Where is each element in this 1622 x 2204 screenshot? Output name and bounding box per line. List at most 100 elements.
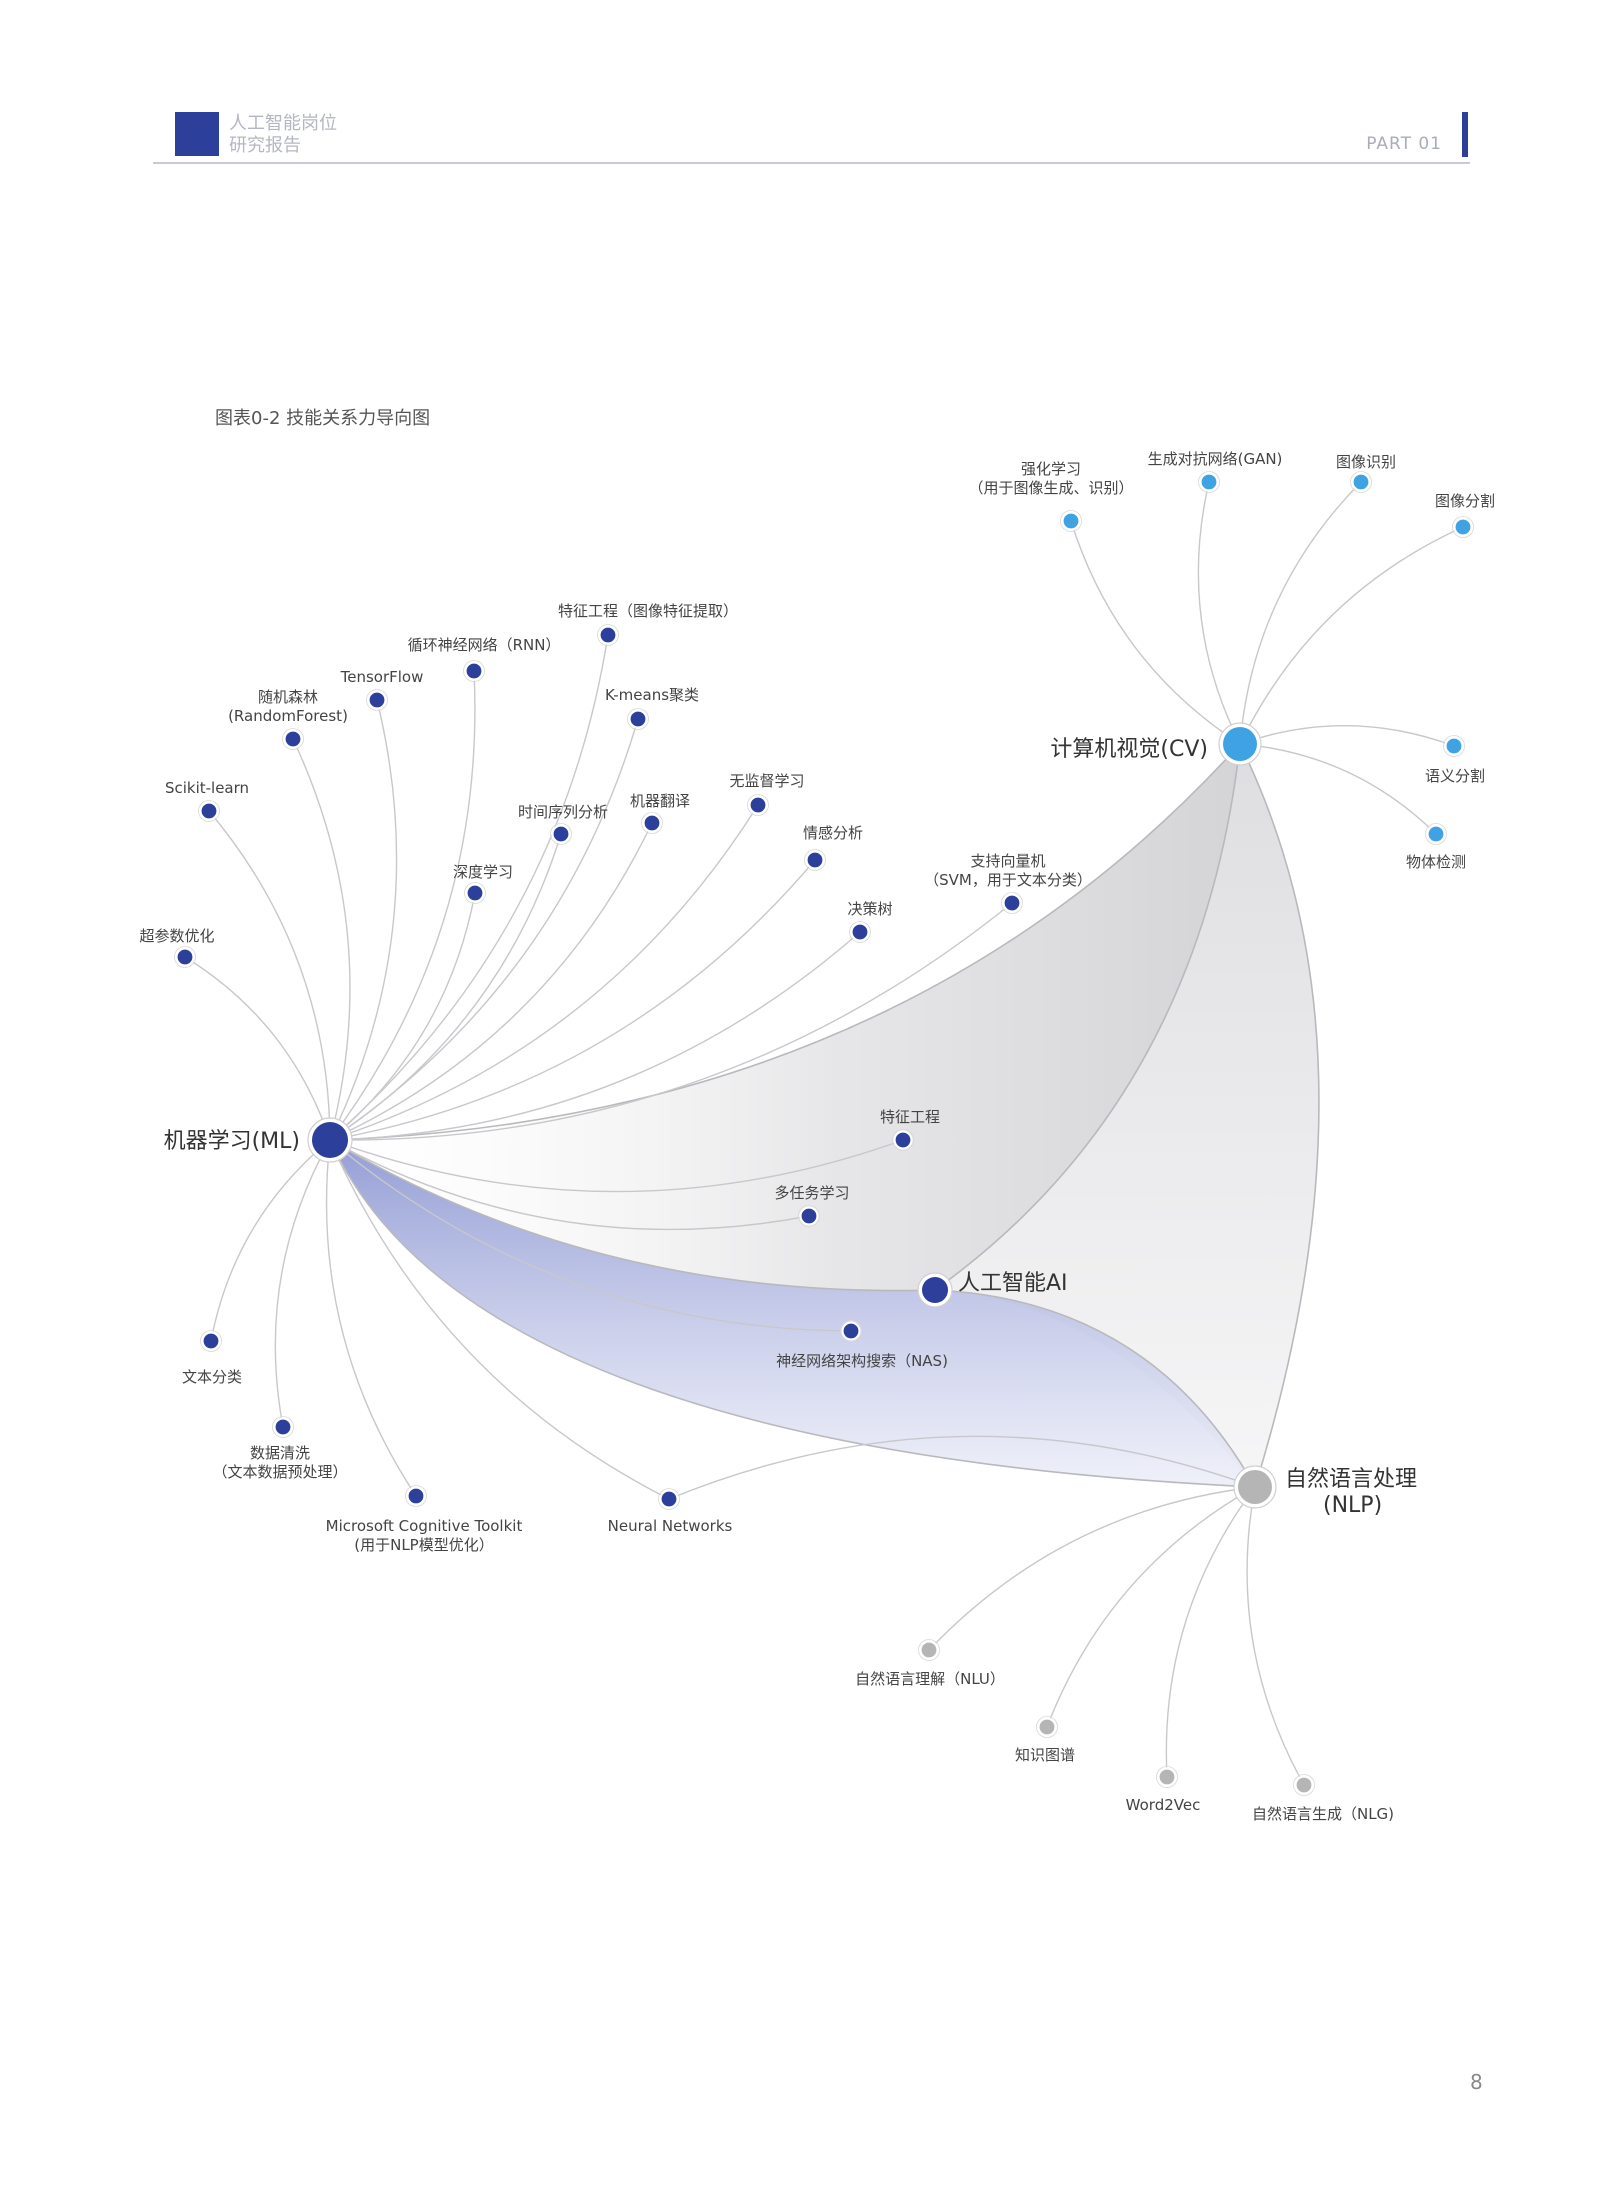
edge-ml-multitask (329, 1139, 810, 1231)
label-ml-unsupervised: 无监督学习 (729, 772, 804, 790)
edge-nlp-w2v (1165, 1486, 1256, 1778)
node-ring-cv-gan (1198, 471, 1220, 493)
node-ring-ml-random-forest (282, 728, 304, 750)
edge-nlp-kg (1046, 1486, 1256, 1728)
edge-ml-text-cls (210, 1139, 331, 1342)
edge-ml-deep (329, 892, 476, 1141)
edge-ml-mct (325, 1139, 417, 1497)
node-nlp-nlu (919, 1640, 939, 1660)
edge-ml-rnn (329, 670, 476, 1141)
node-nlp-kg (1037, 1717, 1057, 1737)
node-ml-hyper (175, 947, 195, 967)
node-ring-nlp-kg (1036, 1716, 1058, 1738)
hub-edge-1 (934, 743, 1241, 1291)
label-ml-data-clean: 数据清洗（文本数据预处理） (212, 1444, 347, 1481)
node-ring-ml-tensorflow (366, 689, 388, 711)
node-ring-nlp-nlg (1293, 1774, 1315, 1796)
edge-ml-nn (329, 1139, 670, 1500)
hub-connection-bands (329, 743, 1320, 1488)
label-nlp-nlg: 自然语言生成（NLG) (1252, 1805, 1394, 1823)
hub-edge-0 (329, 743, 1241, 1141)
label-nlp-nlu: 自然语言理解（NLU） (855, 1670, 1005, 1688)
edge-nlp-nlg (1246, 1486, 1305, 1786)
node-ring-cv-obj-det (1425, 823, 1447, 845)
label-ml-sentiment: 情感分析 (803, 824, 863, 842)
node-ring-ml-feature-eng-img (597, 624, 619, 646)
node-ring-ml-feature-eng (892, 1129, 914, 1151)
nodes (174, 471, 1474, 1796)
figure-title: 图表0-2 技能关系力导向图 (215, 408, 431, 429)
hub-label-ai: 人工智能AI (958, 1271, 1068, 1296)
node-ring-ml-nn (658, 1488, 680, 1510)
label-ml-multitask: 多任务学习 (774, 1184, 849, 1202)
node-ml-nas (841, 1321, 861, 1341)
node-ring-cv-sem-seg (1443, 735, 1465, 757)
hub-nlp (1238, 1470, 1272, 1504)
node-ml-mct (406, 1486, 426, 1506)
node-ring-ml-rnn (463, 660, 485, 682)
node-ring-ml-unsupervised (747, 794, 769, 816)
node-ml-feature-eng-img (598, 625, 618, 645)
edge-cv-obj-det (1239, 743, 1437, 835)
label-ml-hyper: 超参数优化 (139, 927, 214, 945)
band-cv-nlp-ai (935, 744, 1319, 1487)
edge-ml-svm (329, 902, 1013, 1141)
hub-cv (1223, 727, 1257, 761)
edges (184, 481, 1464, 1786)
node-cv-obj-det (1426, 824, 1446, 844)
header-title-line1: 人工智能岗位 (229, 113, 337, 134)
edge-ml-feature-eng-img (329, 634, 609, 1141)
edge-cv-img-rec (1239, 481, 1362, 745)
node-ring-ml-mct (405, 1485, 427, 1507)
node-cv-img-seg (1453, 517, 1473, 537)
label-ml-scikit: Scikit-learn (165, 779, 249, 797)
label-ml-random-forest: 随机森林(RandomForest) (228, 688, 348, 725)
label-cv-sem-seg: 语义分割 (1425, 767, 1485, 785)
node-ring-cv-img-rec (1350, 471, 1372, 493)
edge-ml-kmeans (329, 718, 639, 1141)
node-ring-ml-hyper (174, 946, 196, 968)
edge-cv-rl (1070, 520, 1241, 745)
node-ml-dtree (850, 922, 870, 942)
labels: 特征工程（图像特征提取）循环神经网络（RNN）TensorFlow随机森林(Ra… (139, 450, 1495, 1823)
label-ml-kmeans: K-means聚类 (605, 686, 699, 704)
edge-ml-sentiment (329, 859, 816, 1141)
node-cv-rl (1061, 511, 1081, 531)
node-ring-ml-dtree (849, 921, 871, 943)
label-cv-obj-det: 物体检测 (1406, 853, 1466, 871)
node-ml-kmeans (628, 709, 648, 729)
edge-cv-sem-seg (1239, 725, 1455, 747)
hub-edge-2 (329, 1139, 936, 1292)
node-ring-ml-svm (1001, 892, 1023, 914)
edge-ml-timeseries (329, 833, 562, 1141)
node-ring-ml-text-cls (200, 1330, 222, 1352)
node-ml-text-cls (201, 1331, 221, 1351)
label-ml-timeseries: 时间序列分析 (518, 803, 608, 821)
node-ring-ml-deep (464, 882, 486, 904)
node-ml-feature-eng (893, 1130, 913, 1150)
node-ring-nlp-w2v (1156, 1766, 1178, 1788)
edge-nlp-nlu (928, 1486, 1256, 1651)
hub-label-cv: 计算机视觉(CV) (1050, 737, 1208, 762)
edge-ml-nas (329, 1139, 852, 1332)
hub-ml (312, 1122, 348, 1158)
node-ring-ml-multitask (798, 1205, 820, 1227)
edge-ml-tensorflow (329, 699, 398, 1141)
node-ml-rnn (464, 661, 484, 681)
node-ring-ml-timeseries (550, 823, 572, 845)
header-title: 人工智能岗位 研究报告 (229, 113, 337, 157)
node-ring-ml-data-clean (272, 1416, 294, 1438)
header-part-label: PART 01 (1366, 134, 1442, 154)
label-ml-mt: 机器翻译 (630, 792, 690, 810)
label-ml-svm: 支持向量机（SVM，用于文本分类） (924, 852, 1092, 889)
node-cv-img-rec (1351, 472, 1371, 492)
node-ml-timeseries (551, 824, 571, 844)
label-ml-mct: Microsoft Cognitive Toolkit(用于NLP模型优化） (326, 1517, 523, 1554)
node-ml-deep (465, 883, 485, 903)
label-ml-dtree: 决策树 (847, 900, 892, 918)
hub-edge-5 (329, 1139, 1256, 1488)
label-ml-feature-eng-img: 特征工程（图像特征提取） (558, 602, 738, 620)
node-ml-sentiment (805, 850, 825, 870)
label-ml-deep: 深度学习 (453, 863, 513, 881)
